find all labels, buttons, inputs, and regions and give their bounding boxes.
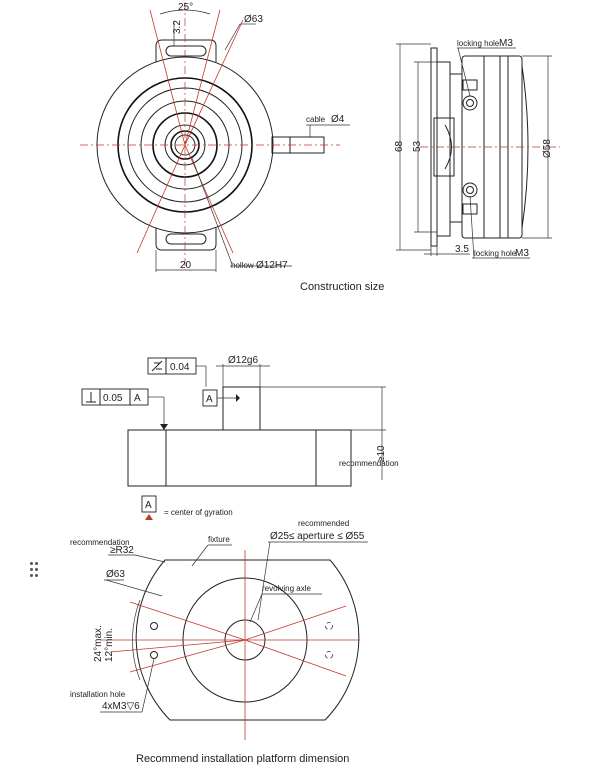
datum-a-legend: A (145, 500, 152, 511)
dim-3-2-label: 3.2 (172, 20, 183, 34)
angle-max-label: 24°max. (93, 625, 104, 662)
datum-note: = center of gyration (164, 508, 233, 517)
platform-view: Ø63 recommendation ≥R32 fixture recommen… (70, 519, 368, 740)
dim-53-label: 53 (412, 140, 423, 152)
flatness-value: 0.04 (170, 362, 190, 373)
dim-68-label: 68 (394, 140, 405, 152)
width-20-label: 20 (180, 260, 192, 271)
encoder-front-view: 25° 3.2 Ø63 cable Ø4 20 hollow Ø12H7 (80, 2, 350, 272)
aperture-label: Ø25≤ aperture ≤ Ø55 (270, 531, 365, 542)
fixture-label: fixture (208, 535, 230, 544)
hollow-label: hollow (231, 261, 254, 270)
dia-63-platform-label: Ø63 (106, 569, 125, 580)
locking-hole-bottom-size: M3 (515, 248, 529, 259)
height-recommendation-label: recommendation (339, 459, 399, 468)
shaft-dia-label: Ø12g6 (228, 355, 258, 366)
revolving-axle-label: revolving axle (262, 584, 311, 593)
radius-recommendation-label: recommendation (70, 538, 130, 547)
cable-label: cable (306, 115, 326, 124)
dia-58-label: Ø58 (542, 139, 553, 158)
datum-a-shaft: A (206, 394, 213, 405)
radius-label: ≥R32 (110, 545, 134, 556)
drag-handle-icon[interactable] (30, 562, 38, 578)
encoder-side-view: locking hole M3 68 53 Ø58 3.5 locking ho… (394, 38, 560, 259)
hollow-dia-label: Ø12H7 (256, 260, 288, 271)
locking-hole-top-size: M3 (499, 38, 513, 49)
dim-3-5-label: 3.5 (455, 244, 469, 255)
angle-min-label: 12°min. (104, 628, 115, 662)
locking-hole-top-label: locking hole (457, 39, 500, 48)
construction-size-caption: Construction size (300, 281, 384, 293)
cable-dia-label: Ø4 (331, 114, 345, 125)
height-min-label: ≥10 (376, 445, 387, 462)
hole-spec-label: 4xM3▽6 (102, 701, 140, 712)
aperture-recommended-label: recommended (298, 519, 349, 528)
locking-hole-bottom-label: locking hole (474, 249, 517, 258)
dia-63-label: Ø63 (244, 14, 263, 25)
datum-a-ref: A (134, 393, 141, 404)
perp-value: 0.05 (103, 393, 123, 404)
installation-hole-label: installation hole (70, 690, 126, 699)
tolerance-view: 0.04 Ø12g6 A 0.05 A ≥10 recommendation A (81, 355, 399, 520)
platform-caption: Recommend installation platform dimensio… (136, 753, 349, 765)
angle-25-label: 25° (178, 2, 193, 13)
